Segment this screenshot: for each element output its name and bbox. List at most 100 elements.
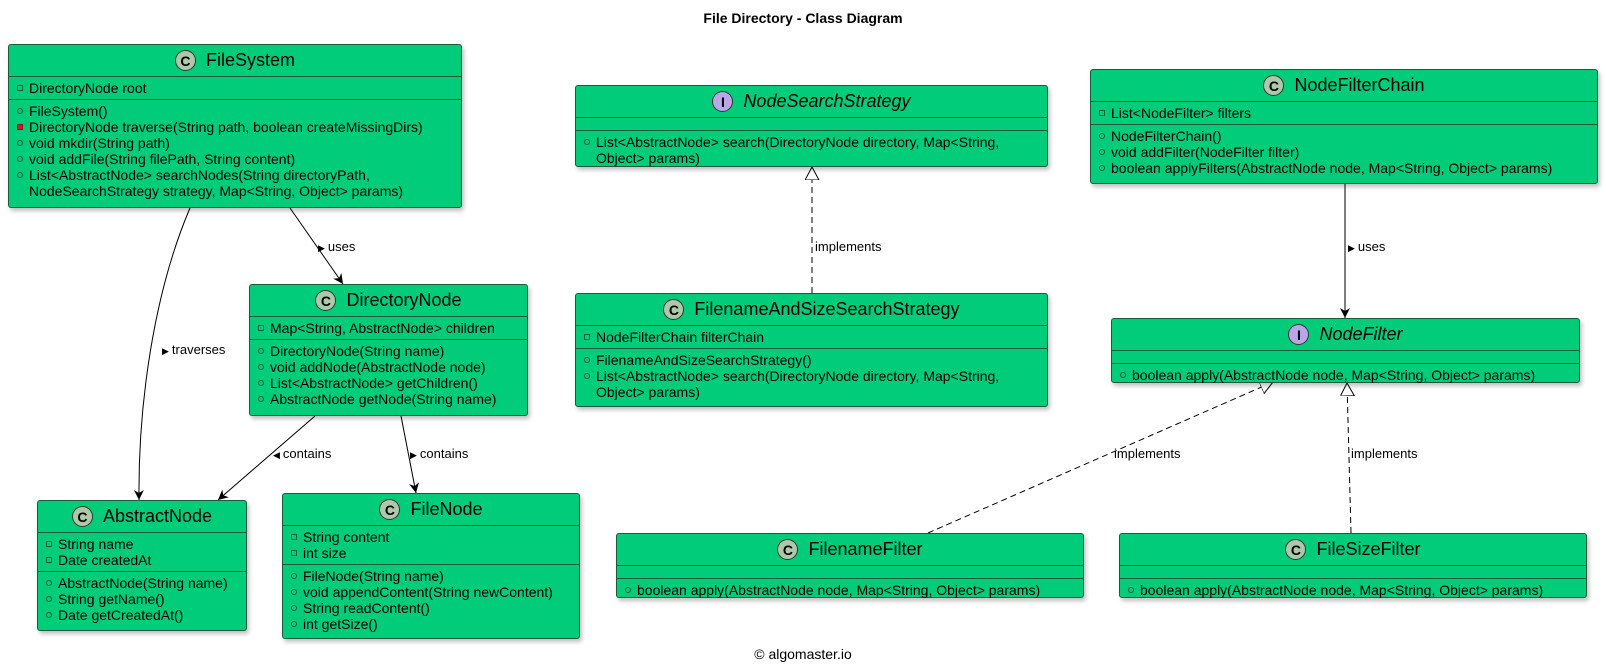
visibility-private-icon xyxy=(46,536,58,547)
visibility-public-icon xyxy=(17,135,29,146)
visibility-marker-icon xyxy=(291,573,297,579)
method-text: DirectoryNode traverse(String path, bool… xyxy=(29,119,423,135)
field-row: Date createdAt xyxy=(38,552,246,568)
method-row: boolean applyFilters(AbstractNode node, … xyxy=(1091,160,1597,176)
visibility-marker-icon xyxy=(258,325,264,331)
edge-label-uses: ▶uses xyxy=(318,239,356,254)
visibility-marker-icon xyxy=(584,373,590,379)
visibility-public-icon xyxy=(17,167,29,178)
edge-label-contains-abstract: ◀contains xyxy=(273,446,332,461)
method-text: FilenameAndSizeSearchStrategy() xyxy=(596,352,812,368)
visibility-public-icon xyxy=(1099,144,1111,155)
methods-section: boolean apply(AbstractNode node, Map<Str… xyxy=(1120,579,1586,601)
method-row: List<AbstractNode> search(DirectoryNode … xyxy=(576,368,1047,400)
visibility-marker-icon xyxy=(291,589,297,595)
method-text: AbstractNode getNode(String name) xyxy=(270,391,497,407)
fields-section: NodeFilterChain filterChain xyxy=(576,326,1047,349)
visibility-private-icon xyxy=(46,552,58,563)
visibility-public-icon xyxy=(291,584,303,595)
field-text: DirectoryNode root xyxy=(29,80,147,96)
visibility-public-icon xyxy=(258,343,270,354)
visibility-public-icon xyxy=(17,103,29,114)
visibility-private-icon xyxy=(17,119,29,130)
method-row: String getName() xyxy=(38,591,246,607)
edge-label-implements-filenamefilter: implements xyxy=(1114,446,1181,461)
visibility-private-icon xyxy=(291,545,303,556)
field-row: int size xyxy=(283,545,579,561)
visibility-public-icon xyxy=(1128,582,1140,593)
methods-section: NodeFilterChain()void addFilter(NodeFilt… xyxy=(1091,125,1597,179)
edge-filenamefilter-implements-nodefilter xyxy=(927,382,1273,534)
visibility-marker-icon xyxy=(258,380,264,386)
class-badge-icon: C xyxy=(174,50,196,71)
class-header: I NodeSearchStrategy xyxy=(576,86,1047,118)
method-row: void addNode(AbstractNode node) xyxy=(250,359,527,375)
field-text: NodeFilterChain filterChain xyxy=(596,329,765,345)
visibility-public-icon xyxy=(1099,128,1111,139)
method-row: AbstractNode getNode(String name) xyxy=(250,391,527,407)
visibility-public-icon xyxy=(46,607,58,618)
method-text: String readContent() xyxy=(303,600,430,616)
interface-badge-icon: I xyxy=(712,91,734,112)
diagram-footer: © algomaster.io xyxy=(754,646,852,662)
visibility-public-icon xyxy=(291,600,303,611)
fields-section: Map<String, AbstractNode> children xyxy=(250,317,527,340)
fields-section xyxy=(1120,566,1586,579)
visibility-public-icon xyxy=(17,151,29,162)
field-row: DirectoryNode root xyxy=(9,80,461,96)
method-text: void addFilter(NodeFilter filter) xyxy=(1111,144,1300,160)
class-name: FileSystem xyxy=(205,50,295,70)
visibility-marker-icon xyxy=(46,557,52,563)
method-row: String readContent() xyxy=(283,600,579,616)
class-badge-icon: C xyxy=(71,506,93,527)
visibility-marker-icon xyxy=(17,124,23,130)
method-text: AbstractNode(String name) xyxy=(58,575,228,591)
edge-label-implements-filesizefilter: implements xyxy=(1351,446,1418,461)
method-text: void addFile(String filePath, String con… xyxy=(29,151,296,167)
visibility-public-icon xyxy=(1099,160,1111,171)
field-text: List<NodeFilter> filters xyxy=(1111,105,1252,121)
field-text: Date createdAt xyxy=(58,552,152,568)
visibility-private-icon xyxy=(291,529,303,540)
class-name: NodeSearchStrategy xyxy=(743,91,911,111)
visibility-private-icon xyxy=(584,329,596,340)
method-row: void addFilter(NodeFilter filter) xyxy=(1091,144,1597,160)
methods-section: boolean apply(AbstractNode node, Map<Str… xyxy=(1112,364,1579,386)
class-name: FilenameFilter xyxy=(808,539,923,559)
class-badge-icon: C xyxy=(777,539,799,560)
fields-section: DirectoryNode root xyxy=(9,77,461,100)
method-row: DirectoryNode traverse(String path, bool… xyxy=(9,119,461,135)
method-row: FileSystem() xyxy=(9,103,461,119)
field-text: String content xyxy=(303,529,390,545)
method-text: List<AbstractNode> searchNodes(String di… xyxy=(29,167,404,199)
method-row: boolean apply(AbstractNode node, Map<Str… xyxy=(1112,367,1579,383)
field-text: int size xyxy=(303,545,347,561)
field-row: String content xyxy=(283,529,579,545)
edge-filesystem-uses-directorynode xyxy=(289,207,344,285)
class-badge-icon: C xyxy=(1263,75,1285,96)
method-text: void appendContent(String newContent) xyxy=(303,584,553,600)
visibility-public-icon xyxy=(258,375,270,386)
edge-label-traverses: ▶traverses xyxy=(162,342,226,357)
visibility-public-icon xyxy=(258,391,270,402)
visibility-marker-icon xyxy=(46,580,52,586)
methods-section: AbstractNode(String name)String getName(… xyxy=(38,572,246,626)
visibility-public-icon xyxy=(46,575,58,586)
visibility-marker-icon xyxy=(291,550,297,556)
fields-section xyxy=(576,118,1047,131)
method-row: void appendContent(String newContent) xyxy=(283,584,579,600)
method-row: Date getCreatedAt() xyxy=(38,607,246,623)
visibility-marker-icon xyxy=(1120,372,1126,378)
visibility-marker-icon xyxy=(584,139,590,145)
method-text: void mkdir(String path) xyxy=(29,135,170,151)
